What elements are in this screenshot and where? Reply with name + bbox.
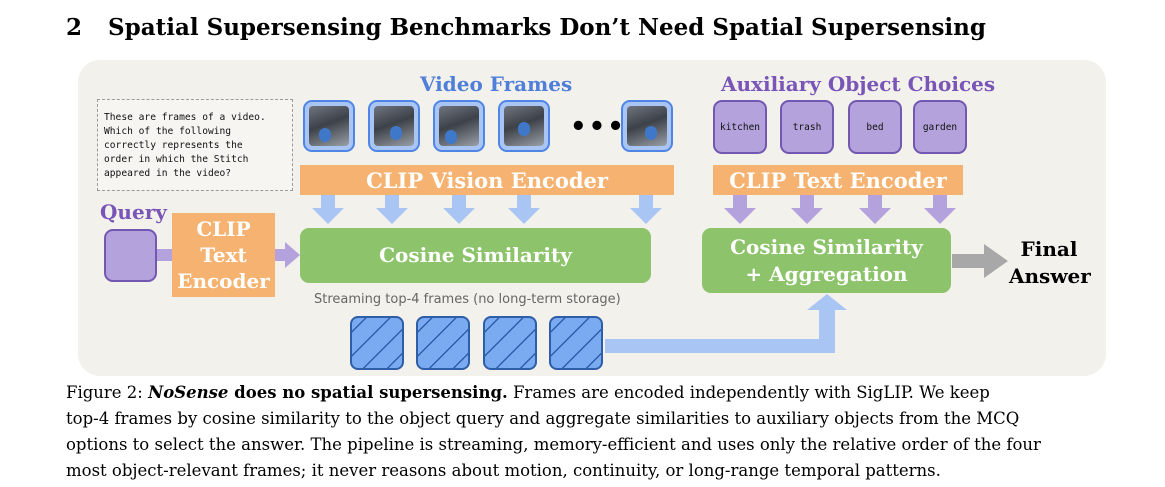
down-arrow bbox=[443, 194, 475, 224]
top-frame-tile bbox=[483, 316, 537, 370]
figure-caption: Figure 2: NoSense does no spatial supers… bbox=[66, 380, 1116, 484]
text-to-aggregation-arrows bbox=[724, 194, 956, 224]
section-number: 2 bbox=[66, 14, 83, 41]
aggregation-to-answer-arrow bbox=[952, 244, 1008, 278]
choice-chip-trash: trash bbox=[780, 100, 834, 154]
encoder-line: Encoder bbox=[177, 269, 270, 293]
aux-choices-heading: Auxiliary Object Choices bbox=[721, 72, 996, 96]
top-frame-tile bbox=[350, 316, 404, 370]
down-arrow bbox=[508, 194, 540, 224]
clip-vision-encoder: CLIP Vision Encoder bbox=[300, 165, 674, 195]
caption-bold-claim: does no spatial supersensing. bbox=[228, 383, 508, 402]
cosine-aggregation-box: Cosine Similarity + Aggregation bbox=[702, 228, 951, 293]
encoder-line: CLIP bbox=[196, 217, 251, 241]
down-arrow bbox=[376, 194, 408, 224]
down-arrow bbox=[791, 194, 823, 224]
streaming-to-aggregation-arrow bbox=[605, 294, 847, 353]
frames-ellipsis: ••• bbox=[570, 112, 626, 142]
down-arrow bbox=[724, 194, 756, 224]
section-title: 2 Spatial Supersensing Benchmarks Don’t N… bbox=[66, 14, 986, 41]
encoder-to-cosine-arrow bbox=[275, 242, 300, 268]
vision-to-cosine-arrows bbox=[312, 194, 662, 224]
down-arrow bbox=[924, 194, 956, 224]
caption-prefix: Figure 2: bbox=[66, 383, 149, 402]
query-box bbox=[104, 229, 157, 282]
prompt-box: These are frames of a video. Which of th… bbox=[97, 99, 293, 191]
choice-chip-kitchen: kitchen bbox=[713, 100, 767, 154]
streaming-label: Streaming top-4 frames (no long-term sto… bbox=[314, 292, 621, 307]
down-arrow bbox=[859, 194, 891, 224]
choice-chip-garden: garden bbox=[913, 100, 967, 154]
top-frame-tile bbox=[416, 316, 470, 370]
query-connector bbox=[157, 249, 173, 261]
video-frame-thumbnail bbox=[621, 100, 673, 152]
caption-line1-rest: Frames are encoded independently with Si… bbox=[507, 383, 990, 402]
final-answer-label: Final Answer bbox=[1009, 237, 1091, 288]
clip-text-encoder-top: CLIP Text Encoder bbox=[713, 165, 963, 195]
down-arrow bbox=[312, 194, 344, 224]
caption-line4: most object-relevant frames; it never re… bbox=[66, 461, 941, 480]
video-frame-thumbnail bbox=[303, 100, 355, 152]
encoder-line: Text bbox=[200, 243, 247, 267]
video-frame-thumbnail bbox=[368, 100, 420, 152]
method-name: NoSense bbox=[148, 383, 229, 402]
query-heading: Query bbox=[100, 200, 167, 224]
caption-line3: options to select the answer. The pipeli… bbox=[66, 435, 1041, 454]
video-frame-thumbnail bbox=[433, 100, 485, 152]
down-arrow bbox=[630, 194, 662, 224]
cosine-similarity-box: Cosine Similarity bbox=[300, 228, 651, 283]
clip-text-encoder-left: CLIP Text Encoder bbox=[172, 213, 275, 297]
video-frames-heading: Video Frames bbox=[420, 72, 573, 96]
video-frame-thumbnail bbox=[498, 100, 550, 152]
caption-line2: top-4 frames by cosine similarity to the… bbox=[66, 409, 1020, 428]
section-heading: Spatial Supersensing Benchmarks Don’t Ne… bbox=[108, 14, 986, 41]
choice-chip-bed: bed bbox=[848, 100, 902, 154]
top-frame-tile bbox=[549, 316, 603, 370]
